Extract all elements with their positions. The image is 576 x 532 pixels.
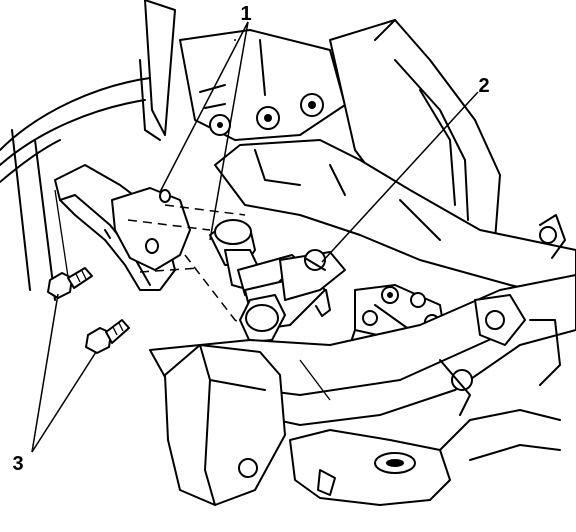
bolt-upper	[47, 267, 93, 299]
leader-line-2	[321, 91, 479, 263]
callout-label-3: 3	[12, 453, 23, 475]
callout-label-1: 1	[240, 3, 251, 25]
wheel-well-outline	[0, 77, 151, 301]
frame-rail-upper	[139, 0, 346, 141]
bolt-lower	[85, 319, 130, 354]
center-link-relay-rod	[239, 249, 346, 343]
crossmember	[214, 139, 576, 301]
mounting-bracket	[54, 164, 191, 291]
leader-lines-3	[31, 293, 97, 453]
leader-lines-1	[159, 21, 249, 241]
callout-label-2: 2	[478, 75, 489, 97]
lower-control-arm-mount	[164, 344, 561, 506]
